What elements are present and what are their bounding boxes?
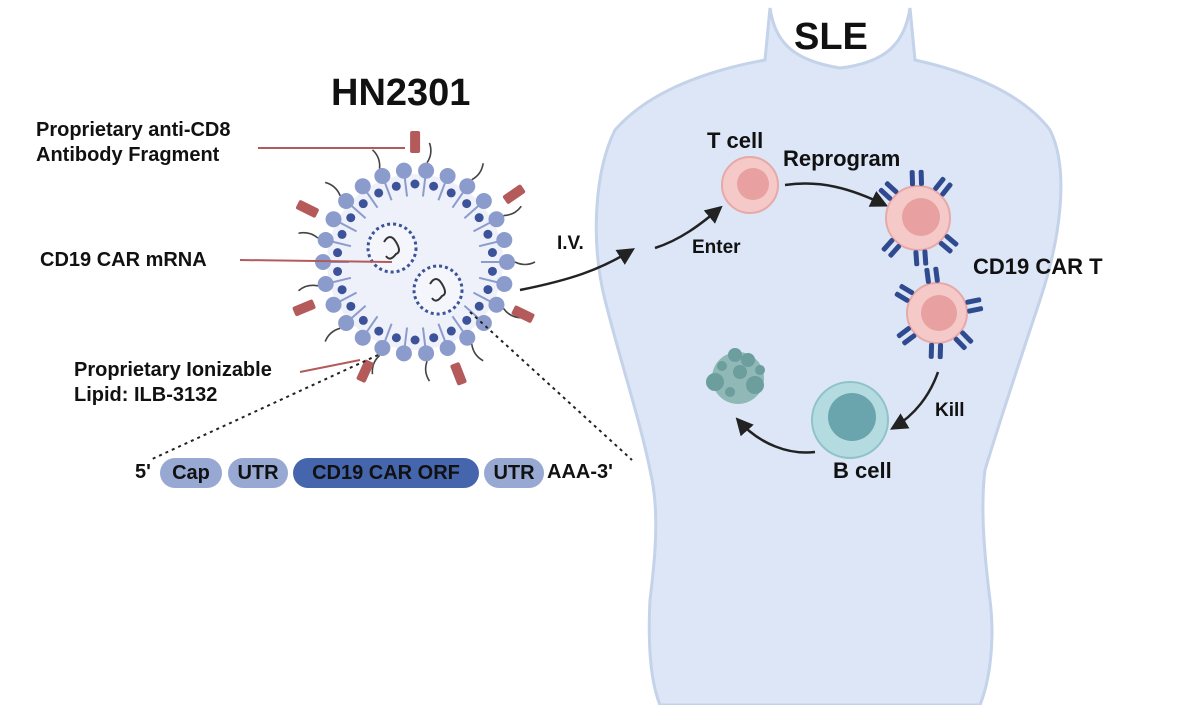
mrna-leader-line (239, 259, 393, 263)
five-prime-label: 5' (135, 461, 151, 483)
car-t-cell-upper (885, 185, 951, 251)
human-body-silhouette (594, 7, 1063, 707)
lipid-leader-line (299, 359, 361, 373)
enter-label: Enter (692, 237, 741, 258)
t-cell (721, 156, 779, 214)
t-cell-label: T cell (707, 128, 764, 153)
b-cell (811, 381, 889, 459)
lysed-b-cell-debris (706, 348, 765, 404)
product-title: HN2301 (331, 72, 471, 114)
kill-arrow (889, 371, 940, 430)
b-cell-label: B cell (833, 458, 892, 483)
lipid-nanoparticle (292, 130, 536, 386)
cap-segment: Cap (160, 458, 222, 488)
orf-segment: CD19 CAR ORF (293, 458, 479, 488)
utr-segment-3: UTR (484, 458, 544, 488)
car-receptors (878, 169, 984, 360)
reprogram-label: Reprogram (783, 146, 901, 171)
mrna-label: CD19 CAR mRNA (40, 249, 207, 271)
reprogram-arrow (784, 182, 889, 207)
utr-segment-5: UTR (228, 458, 288, 488)
antibody-label: Proprietary anti-CD8 Antibody Fragment (36, 119, 231, 166)
construct-dotted-line-right (469, 311, 633, 461)
enter-arrow (654, 205, 723, 250)
disease-title: SLE (794, 16, 868, 58)
kill-label: Kill (935, 400, 965, 421)
car-t-cell-lower (906, 282, 968, 344)
route-label: I.V. (557, 233, 584, 254)
b-cell-lysis-arrow (735, 417, 816, 454)
lipid-label: Proprietary Ionizable Lipid: ILB-3132 (74, 359, 272, 406)
iv-arrow (519, 248, 635, 292)
car-t-label: CD19 CAR T (973, 254, 1103, 279)
three-prime-label: AAA-3' (547, 461, 613, 483)
